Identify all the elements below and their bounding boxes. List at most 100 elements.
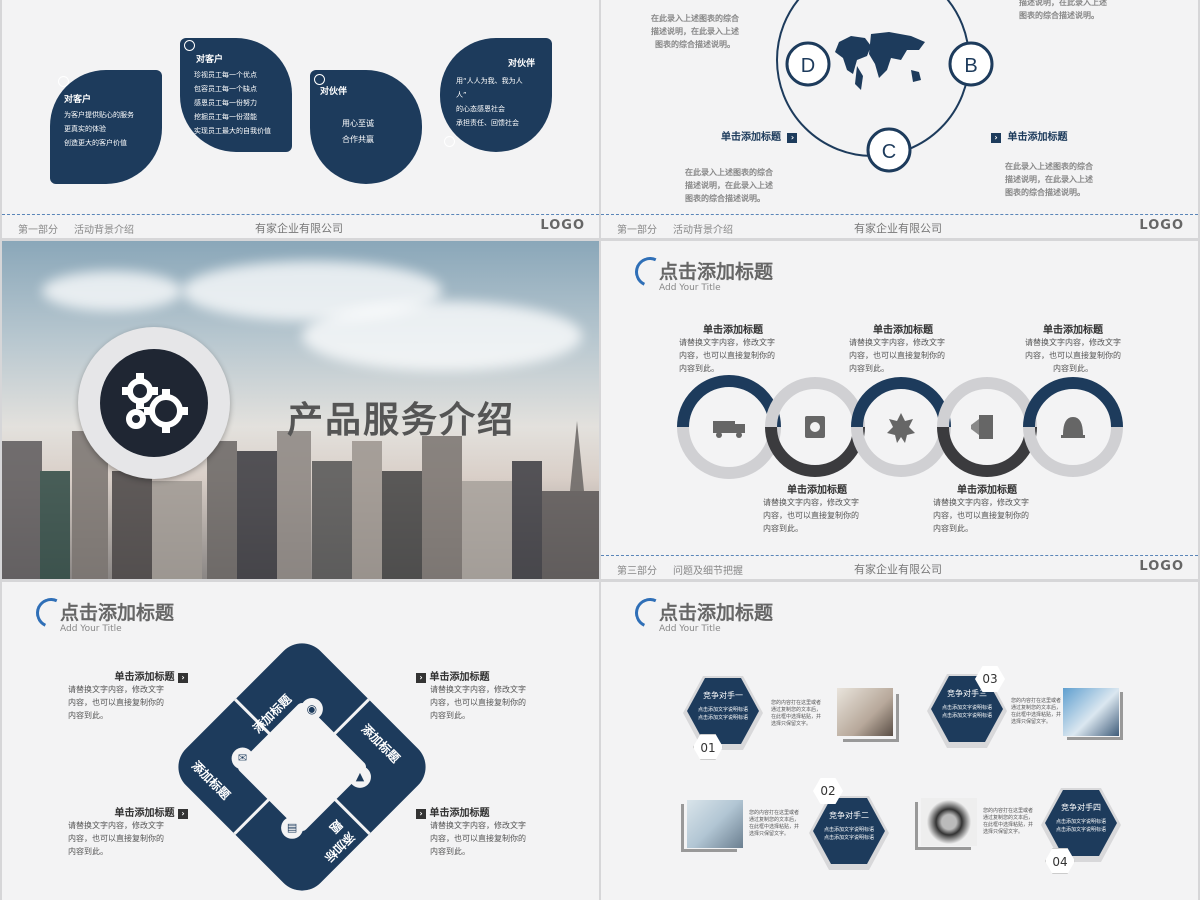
cover-title: 产品服务介绍	[287, 399, 516, 441]
puzzle-square: 添加标题 添加标题 添加标题 添加标题 ◉ ▲ ✉ ▤	[167, 632, 437, 900]
photo-meeting	[837, 688, 893, 736]
desc-line: 在此录入上述图表的综合	[651, 14, 739, 23]
rival-desc: 通过复制您的文本后，	[983, 815, 1034, 821]
add-title-left[interactable]: 单击添加标题 ›	[721, 128, 798, 143]
card-line: 合作共赢	[342, 135, 374, 144]
rival-desc: 在此框中选择粘贴，并	[1011, 712, 1062, 718]
badge-icon	[887, 413, 915, 443]
card-partner-2: 对伙伴 用“人人为我、我为人 人” 的心态感恩社会 承担责任、回馈社会	[440, 38, 552, 152]
item-text: 请替换文字内容，修改文字	[763, 498, 859, 507]
item-text: 内容，也可以直接复制你的	[763, 511, 859, 520]
item-text: 内容，也可以直接复制你的	[933, 511, 1029, 520]
slide-world-map[interactable]: D B C 在此录入上述图表的综合 描述说明，在此录入上述 图表的综合描述说明。…	[601, 0, 1198, 238]
item-text: 内容到此。	[1053, 364, 1093, 373]
letter-c: C	[882, 141, 896, 163]
slide-values[interactable]: 对客户 为客户提供贴心的服务 更真实的体验 创造更大的客户价值 对客户 珍视员工…	[2, 0, 599, 238]
rival-line: 点击添加文字说明标语	[697, 715, 748, 721]
ring-icon	[184, 40, 195, 51]
desc-line: 图表的综合描述说明。	[1019, 11, 1099, 20]
card-lines: 为客户提供贴心的服务 更真实的体验 创造更大的客户价值	[64, 108, 134, 150]
item-top-1: 单击添加标题 请替换文字内容，修改文字内容，也可以直接复制你的内容到此。	[679, 321, 787, 375]
slide-footer: 第一部分 活动背景介绍 有家企业有限公司 LOGO	[601, 214, 1198, 238]
item-head: 单击添加标题	[787, 485, 847, 496]
rival-desc: 通过复制您的文本后，	[749, 817, 800, 823]
add-title-label: 单击添加标题	[1007, 132, 1068, 143]
chevron-right-icon: ›	[991, 133, 1001, 143]
photo-frame	[681, 804, 737, 852]
rival-line: 点击添加文字说明标语	[823, 827, 874, 833]
rival-lines: 点击添加文字说明标语点击添加文字说明标语	[813, 826, 885, 842]
block-head: 单击添加标题	[114, 672, 175, 683]
bell-icon	[1061, 417, 1085, 438]
block-text: 请替换文字内容，修改文字	[430, 821, 526, 830]
cloud	[302, 301, 582, 371]
card-line: 用心至诚	[342, 119, 374, 128]
desc-line: 在此录入上述图表的综合	[685, 168, 773, 177]
truck-icon	[713, 421, 745, 438]
chart-icon: ▲	[348, 765, 371, 788]
photo-frame	[843, 694, 899, 742]
slide-subtitle: Add Your Title	[60, 624, 122, 634]
item-text: 内容，也可以直接复制你的	[679, 351, 775, 360]
rival-name: 竞争对手三	[947, 689, 987, 698]
rival-name: 竞争对手四	[1061, 803, 1101, 812]
slide-cover-city[interactable]: 产品服务介绍	[2, 241, 599, 579]
card-title: 对客户	[196, 55, 224, 65]
footer-logo: LOGO	[1139, 559, 1184, 574]
cloud	[42, 271, 182, 311]
letter-d: D	[801, 55, 815, 77]
card-lines: 用心至诚 合作共赢	[342, 116, 374, 148]
rival-desc: 您的内容打在这里或者	[749, 810, 800, 816]
slide-puzzle[interactable]: 点击添加标题 Add Your Title 单击添加标题 › 请替换文字内容，修…	[2, 582, 599, 900]
letter-b: B	[964, 55, 977, 77]
card-line: 珍视员工每一个优点	[194, 71, 257, 79]
rival-line: 点击添加文字说明标语	[823, 835, 874, 841]
item-text: 请替换文字内容，修改文字	[1025, 338, 1121, 347]
ring-icon	[314, 74, 325, 85]
slide-process-wave[interactable]: 点击添加标题 Add Your Title 单击添加标题 请替换文字内容，修改文…	[601, 241, 1198, 579]
item-text: 请替换文字内容，修改文字	[933, 498, 1029, 507]
rival-hex-2[interactable]: 竞争对手二 点击添加文字说明标语点击添加文字说明标语	[813, 798, 885, 864]
photo-team	[687, 800, 743, 848]
gear-badge-inner	[100, 349, 208, 457]
photo-frame	[915, 802, 971, 850]
rival-hex-4[interactable]: 竞争对手四 点击添加文字说明标语点击添加文字说明标语	[1045, 790, 1117, 856]
city-skyline	[2, 421, 599, 579]
rival-lines: 点击添加文字说明标语点击添加文字说明标语	[1045, 818, 1117, 834]
footer-part: 第一部分	[617, 225, 657, 236]
block-text: 内容，也可以直接复制你的	[430, 834, 526, 843]
ring-icon	[444, 136, 455, 147]
item-top-2: 单击添加标题 请替换文字内容，修改文字内容，也可以直接复制你的内容到此。	[849, 321, 957, 375]
card-title: 对伙伴	[320, 87, 348, 97]
rival-line: 点击添加文字说明标语	[1055, 827, 1106, 833]
card-lines: 珍视员工每一个优点 包容员工每一个缺点 感恩员工每一份努力 挖掘员工每一份潜能 …	[194, 68, 271, 138]
rival-desc: 通过复制您的文本后，	[1011, 705, 1062, 711]
rival-desc: 在此框中选择粘贴，并	[983, 822, 1034, 828]
gear-badge	[78, 327, 230, 479]
item-text: 内容到此。	[763, 524, 803, 533]
block-head: 单击添加标题	[429, 672, 490, 683]
item-text: 内容到此。	[849, 364, 889, 373]
rival-desc-4: 您的内容打在这里或者通过复制您的文本后，在此框中选择粘贴，并选择只保留文字。	[983, 808, 1041, 836]
desc-line: 描述说明，在此录入上述	[1005, 175, 1093, 184]
card-line: 感恩员工每一份努力	[194, 99, 257, 107]
rival-desc: 通过复制您的文本后，	[771, 707, 822, 713]
desc-bottom-left: 在此录入上述图表的综合 描述说明，在此录入上述 图表的综合描述说明。	[685, 166, 773, 205]
world-diagram: D B C	[776, 0, 994, 173]
world-map-icon	[835, 32, 925, 90]
footer-logo: LOGO	[540, 218, 585, 233]
footer-logo: LOGO	[1139, 218, 1184, 233]
card-line: 承担责任、回馈社会	[456, 119, 519, 127]
card-line: 人”	[456, 91, 467, 99]
item-head: 单击添加标题	[1043, 325, 1103, 336]
slide-subtitle: Add Your Title	[659, 283, 721, 293]
rival-hex-1[interactable]: 竞争对手一 点击添加文字说明标语点击添加文字说明标语	[687, 678, 759, 744]
block-text: 内容，也可以直接复制你的	[430, 698, 526, 707]
item-bottom-1: 单击添加标题 请替换文字内容，修改文字内容，也可以直接复制你的内容到此。	[763, 481, 871, 535]
photo-jet	[1063, 688, 1119, 736]
block-head: 单击添加标题	[429, 808, 490, 819]
chevron-right-icon: ›	[178, 673, 188, 683]
rival-desc: 您的内容打在这里或者	[1011, 698, 1062, 704]
add-title-right[interactable]: › 单击添加标题	[991, 128, 1067, 143]
slide-competitors[interactable]: 点击添加标题 Add Your Title 竞争对手一 点击添加文字说明标语点击…	[601, 582, 1198, 900]
